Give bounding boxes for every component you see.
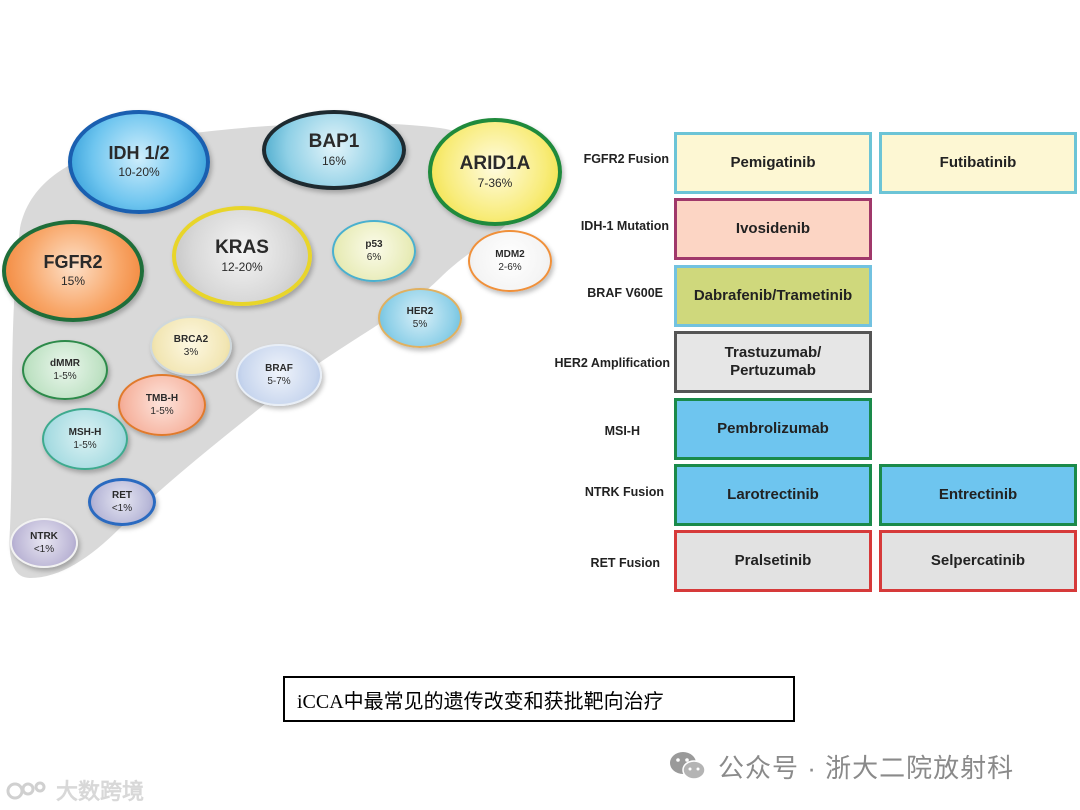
label-msi-h: MSI-H bbox=[604, 424, 640, 438]
bubble-ntrk-name: NTRK bbox=[30, 530, 58, 542]
watermark-wechat: 公众号 · 浙大二院放射科 bbox=[668, 748, 1014, 784]
drug-box-pralsetinib: Pralsetinib bbox=[674, 530, 872, 592]
bubble-kras-pct: 12-20% bbox=[221, 259, 263, 274]
bubble-p53-name: p53 bbox=[365, 238, 383, 250]
label-idh1-mutation: IDH-1 Mutation bbox=[580, 219, 669, 233]
wechat-icon bbox=[670, 752, 706, 780]
watermark-left: 大数跨境 bbox=[6, 776, 144, 804]
bubble-brca2-pct: 3% bbox=[183, 346, 199, 358]
bubble-idh-name: IDH 1/2 bbox=[108, 143, 170, 164]
caption: iCCA中最常见的遗传改变和获批靶向治疗 bbox=[283, 676, 795, 722]
bubble-ntrk: NTRK <1% bbox=[10, 518, 78, 568]
drug-box-trastuzumab-pertuzumab: Trastuzumab/ Pertuzumab bbox=[674, 331, 872, 393]
label-ret-fusion: RET Fusion bbox=[590, 556, 660, 570]
bubble-braf-pct: 5-7% bbox=[267, 375, 291, 387]
bubble-ntrk-pct: <1% bbox=[33, 543, 55, 555]
drug-box-ivosidenib: Ivosidenib bbox=[674, 198, 872, 260]
bubble-mdm2: MDM2 2-6% bbox=[468, 230, 552, 292]
bubble-brca2-name: BRCA2 bbox=[173, 333, 209, 345]
bubble-kras-name: KRAS bbox=[215, 236, 269, 258]
bubble-idh: IDH 1/2 10-20% bbox=[68, 110, 210, 214]
bubble-p53: p53 6% bbox=[332, 220, 416, 282]
bubble-bap1-pct: 16% bbox=[321, 153, 347, 168]
drug-box-pembrolizumab: Pembrolizumab bbox=[674, 398, 872, 460]
drug-box-entrectinib: Entrectinib bbox=[879, 464, 1077, 526]
bubble-brca2: BRCA2 3% bbox=[150, 316, 232, 376]
bubble-braf-name: BRAF bbox=[265, 362, 293, 374]
label-fgfr2-fusion: FGFR2 Fusion bbox=[583, 152, 669, 166]
link-logo-icon bbox=[6, 781, 46, 800]
bubble-arid1a-pct: 7-36% bbox=[477, 175, 513, 190]
bubble-mdm2-pct: 2-6% bbox=[498, 261, 522, 273]
bubble-mshh: MSH-H 1-5% bbox=[42, 408, 128, 470]
watermark-left-text: 大数跨境 bbox=[56, 779, 145, 804]
bubble-ret: RET <1% bbox=[88, 478, 156, 526]
bubble-dmmr-pct: 1-5% bbox=[53, 370, 77, 382]
bubble-fgfr2-name: FGFR2 bbox=[43, 252, 103, 273]
bubble-bap1-name: BAP1 bbox=[308, 130, 360, 152]
bubble-kras: KRAS 12-20% bbox=[172, 206, 312, 306]
bubble-her2-pct: 5% bbox=[412, 318, 428, 330]
watermark-wechat-text: 公众号 · 浙大二院放射科 bbox=[718, 752, 1015, 783]
drug-box-selpercatinib: Selpercatinib bbox=[879, 530, 1077, 592]
bubble-mshh-name: MSH-H bbox=[68, 426, 102, 438]
drug-box-futibatinib: Futibatinib bbox=[879, 132, 1077, 194]
bubble-tmbh: TMB-H 1-5% bbox=[118, 374, 206, 436]
drug-box-pemigatinib: Pemigatinib bbox=[674, 132, 872, 194]
bubble-her2-name: HER2 bbox=[406, 305, 434, 317]
bubble-mdm2-name: MDM2 bbox=[495, 248, 525, 260]
bubble-tmbh-name: TMB-H bbox=[145, 392, 179, 404]
bubble-bap1: BAP1 16% bbox=[262, 110, 406, 190]
bubble-fgfr2: FGFR2 15% bbox=[2, 220, 144, 322]
bubble-p53-pct: 6% bbox=[366, 251, 382, 263]
drug-box-dabrafenib-trametinib: Dabrafenib/Trametinib bbox=[674, 265, 872, 327]
drug-box-larotrectinib: Larotrectinib bbox=[674, 464, 872, 526]
bubble-mshh-pct: 1-5% bbox=[73, 439, 97, 451]
bubble-idh-pct: 10-20% bbox=[118, 165, 160, 179]
bubble-her2: HER2 5% bbox=[378, 288, 462, 348]
bubble-fgfr2-pct: 15% bbox=[60, 274, 86, 288]
label-ntrk-fusion: NTRK Fusion bbox=[584, 485, 664, 499]
bubble-arid1a: ARID1A 7-36% bbox=[428, 118, 562, 226]
label-braf-v600e: BRAF V600E bbox=[587, 286, 663, 300]
genomic-alterations-figure: IDH 1/2 10-20% BAP1 16% ARID1A 7-36% FGF… bbox=[0, 108, 1080, 594]
bubble-arid1a-name: ARID1A bbox=[459, 152, 531, 174]
label-her2-amplification: HER2 Amplification bbox=[554, 356, 670, 370]
bubble-ret-name: RET bbox=[112, 489, 132, 501]
bubble-dmmr: dMMR 1-5% bbox=[22, 340, 108, 400]
bubble-braf: BRAF 5-7% bbox=[236, 344, 322, 406]
bubble-ret-pct: <1% bbox=[111, 502, 133, 514]
bubble-dmmr-name: dMMR bbox=[50, 357, 80, 369]
bubble-tmbh-pct: 1-5% bbox=[150, 405, 174, 417]
